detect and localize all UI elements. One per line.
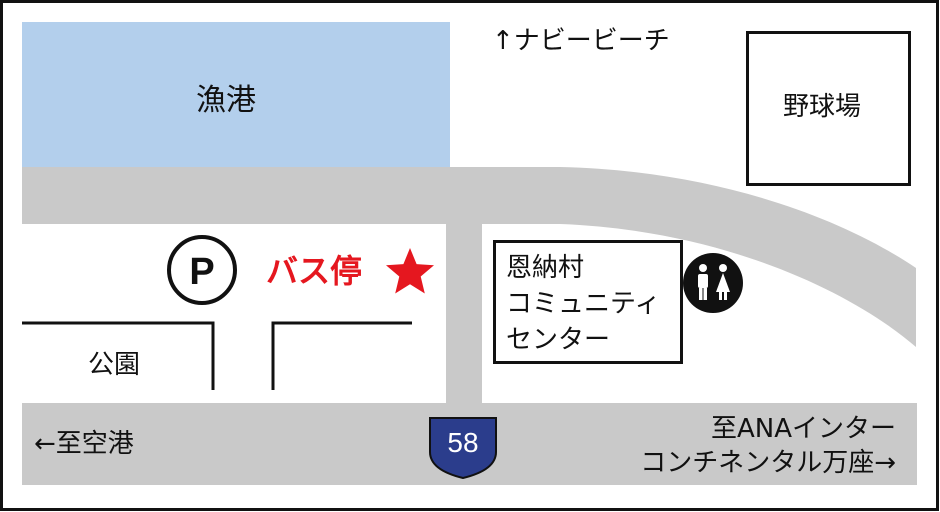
park-label: 公園 <box>88 350 141 380</box>
parking-icon: P <box>167 235 237 305</box>
upper-road <box>22 167 916 347</box>
stadium-label: 野球場 <box>783 92 862 122</box>
route-shield-icon: 58 <box>429 417 497 480</box>
connector-road <box>446 222 482 406</box>
community-center-label-3: センター <box>506 325 611 355</box>
to-ana-label-1: 至ANAインター <box>710 414 896 444</box>
park-boundary-left <box>22 321 215 390</box>
community-center-label-2: コミュニティ <box>506 289 661 319</box>
to-ana-label-2: コンチネンタル万座→ <box>640 448 896 478</box>
bus-stop-label: バス停 <box>266 252 363 290</box>
community-center-label-1: 恩納村 <box>506 253 585 283</box>
beach-label: ↑ナビービーチ <box>492 26 670 56</box>
fishing-port-label: 漁港 <box>196 83 256 118</box>
svg-text:P: P <box>189 251 214 293</box>
to-airport-label: ←至空港 <box>34 429 134 459</box>
star-icon <box>386 248 434 294</box>
restroom-icon <box>683 253 743 313</box>
fishing-port-water <box>22 22 450 167</box>
park-boundary-right <box>271 321 412 390</box>
stadium-box <box>746 31 911 186</box>
community-center-box <box>493 240 683 364</box>
svg-text:58: 58 <box>447 427 478 458</box>
